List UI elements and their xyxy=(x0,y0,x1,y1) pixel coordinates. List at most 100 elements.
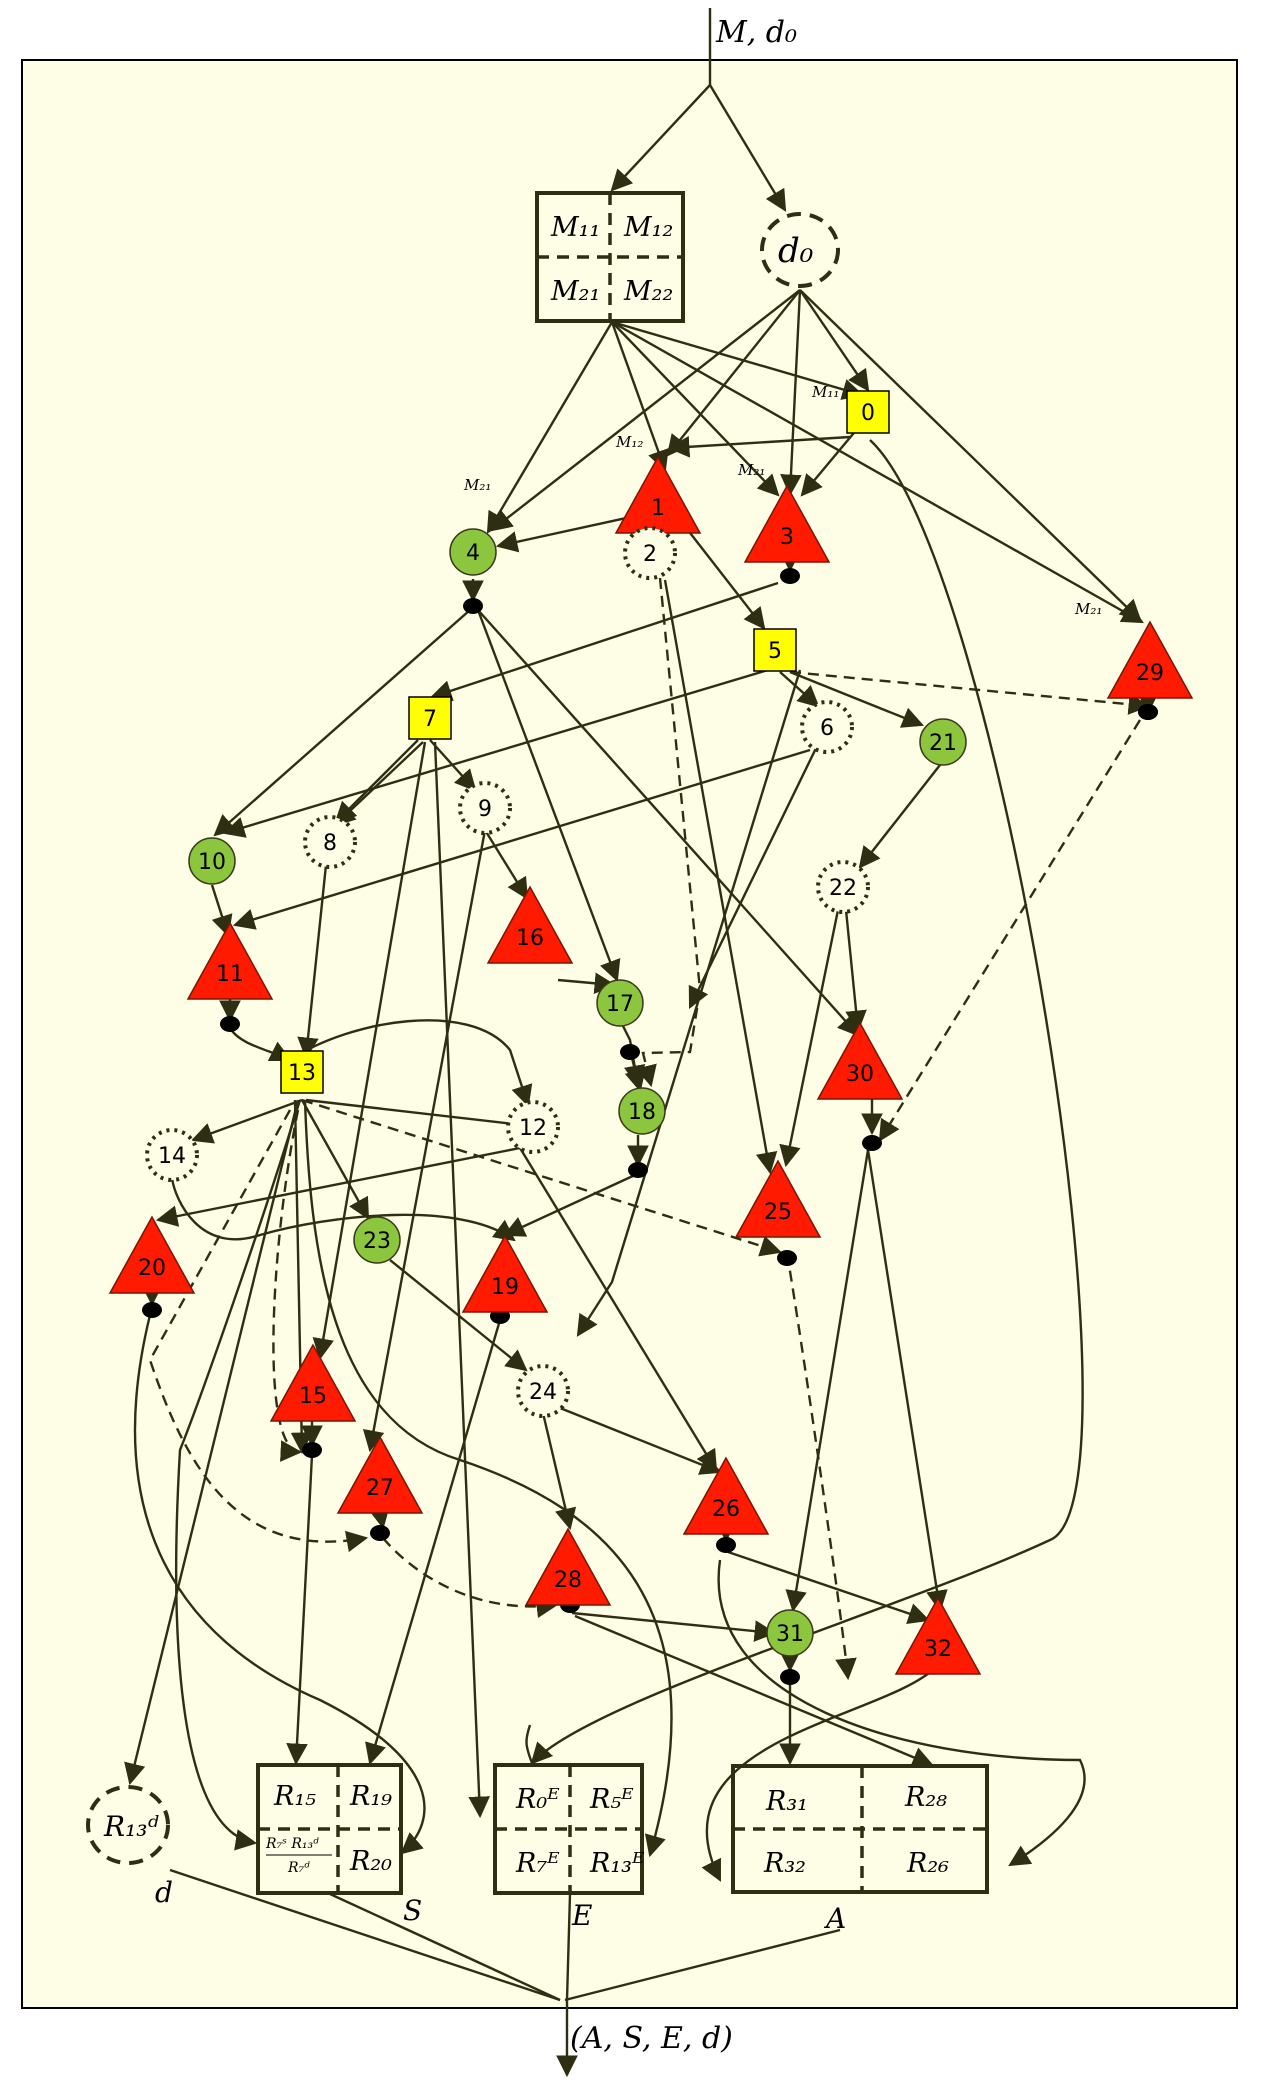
edge-10 xyxy=(490,289,801,532)
junction-dot-13 xyxy=(716,1537,736,1553)
node-23: 23 xyxy=(353,1216,401,1264)
edge-25 xyxy=(779,671,820,708)
frac-num-label: R₇ˢ R₁₃ᵈ xyxy=(265,1836,319,1852)
node-20: 20 xyxy=(108,1215,196,1294)
node-32-shape xyxy=(894,1596,982,1675)
edge-14 xyxy=(667,435,851,458)
edge-98 xyxy=(565,1893,572,2001)
edge-97 xyxy=(329,1892,561,2002)
node-7-shape xyxy=(408,696,452,740)
edge-39 xyxy=(210,884,233,938)
node-22-label: 22 xyxy=(829,876,857,901)
edge-12 xyxy=(799,289,1142,622)
junction-dot-4 xyxy=(620,1044,640,1060)
edge-15 xyxy=(495,513,641,553)
node-29-label: 29 xyxy=(1136,661,1164,686)
node-2-shape xyxy=(623,526,677,580)
edge-61 xyxy=(170,1177,516,1242)
node-26-label: 26 xyxy=(712,1497,740,1522)
edge-78 xyxy=(559,1406,723,1475)
r28-label: R₂₈ xyxy=(904,1782,947,1813)
edge-26 xyxy=(789,670,925,728)
edge-69 xyxy=(148,1109,369,1553)
input-label: M, d₀ xyxy=(715,15,797,50)
result-a-box: R₃₁ R₂₈ R₃₂ R₂₆ xyxy=(731,1764,989,1894)
edge-70 xyxy=(272,1109,303,1462)
node-31-label: 31 xyxy=(776,1622,804,1647)
edge-34 xyxy=(312,741,427,1361)
node-4-label: 4 xyxy=(466,541,480,566)
diagram-frame xyxy=(21,59,1238,2009)
node-11-shape xyxy=(186,921,274,1000)
edge-32 xyxy=(429,739,477,792)
node-10-label: 10 xyxy=(198,850,226,875)
node-30: 30 xyxy=(816,1021,904,1100)
node-29-shape xyxy=(1106,620,1194,699)
edge-30 xyxy=(663,579,778,1175)
node-21-label: 21 xyxy=(929,731,957,756)
edge-67 xyxy=(175,1099,302,1851)
s-output-label: S xyxy=(403,1894,422,1927)
junction-dot-10 xyxy=(302,1442,322,1458)
node-8-shape xyxy=(303,815,357,869)
node-12: 12 xyxy=(506,1100,560,1154)
node-4-shape xyxy=(449,528,497,576)
edge-43 xyxy=(289,1019,533,1108)
node-9-label: 9 xyxy=(478,797,492,822)
edge-9 xyxy=(666,289,801,457)
node-15-shape xyxy=(269,1343,357,1422)
junction-dot-11 xyxy=(370,1525,390,1541)
node-3-shape xyxy=(743,484,831,563)
r19-label: R₁₉ xyxy=(349,1781,392,1812)
edge-77 xyxy=(541,1412,577,1531)
edge-89 xyxy=(574,1614,934,1768)
output-label: (A, S, E, d) xyxy=(570,2021,733,2056)
junction-dot-5 xyxy=(628,1162,648,1178)
node-0-shape xyxy=(846,390,890,434)
edge-8 xyxy=(799,289,870,392)
node-9: 9 xyxy=(458,781,512,835)
r26-label: R₂₆ xyxy=(906,1848,949,1879)
r13e-label: R₁₃ᴱ xyxy=(589,1848,645,1879)
node-19-shape xyxy=(461,1234,549,1313)
node-24-shape xyxy=(516,1364,570,1418)
node-22-shape xyxy=(816,860,870,914)
node-21: 21 xyxy=(919,718,967,766)
edge-label-m11: M₁₁ xyxy=(811,383,839,401)
node-14-shape xyxy=(145,1128,199,1182)
edge-11 xyxy=(780,289,802,497)
nodes: 0123456789101112131415161718192021222324… xyxy=(108,390,1194,1685)
node-24-label: 24 xyxy=(529,1380,557,1405)
edge-72 xyxy=(389,1259,528,1372)
node-12-label: 12 xyxy=(519,1116,547,1141)
node-32: 32 xyxy=(894,1596,982,1675)
result-e-box: R₀ᴱ R₅ᴱ R₇ᴱ R₁₃ᴱ xyxy=(493,1763,645,1895)
node-15: 15 xyxy=(269,1343,357,1422)
r0e-label: R₀ᴱ xyxy=(515,1784,560,1815)
node-5-label: 5 xyxy=(768,639,782,664)
m22-label: M₂₂ xyxy=(623,276,673,307)
edge-23 xyxy=(477,609,860,1037)
edge-44 xyxy=(557,972,617,995)
node-0-label: 0 xyxy=(861,401,875,426)
node-0: 0 xyxy=(846,390,890,434)
junction-dot-14 xyxy=(780,1669,800,1685)
node-2-label: 2 xyxy=(643,542,657,567)
node-5: 5 xyxy=(753,628,797,672)
node-29: 29 xyxy=(1106,620,1194,699)
junction-dot-9 xyxy=(777,1250,797,1266)
r32-label: R₃₂ xyxy=(763,1848,806,1879)
edges xyxy=(124,8,1159,2078)
edge-24 xyxy=(222,668,769,838)
edge-29 xyxy=(635,577,702,1088)
edge-27 xyxy=(789,670,1151,715)
node-7-label: 7 xyxy=(423,707,437,732)
node-16: 16 xyxy=(486,885,574,964)
node-1-label: 1 xyxy=(651,496,665,521)
edge-7 xyxy=(611,320,1144,624)
edge-80 xyxy=(866,1149,948,1613)
node-32-label: 32 xyxy=(924,1637,952,1662)
junction-dot-6 xyxy=(862,1135,882,1151)
node-18: 18 xyxy=(618,1087,666,1135)
